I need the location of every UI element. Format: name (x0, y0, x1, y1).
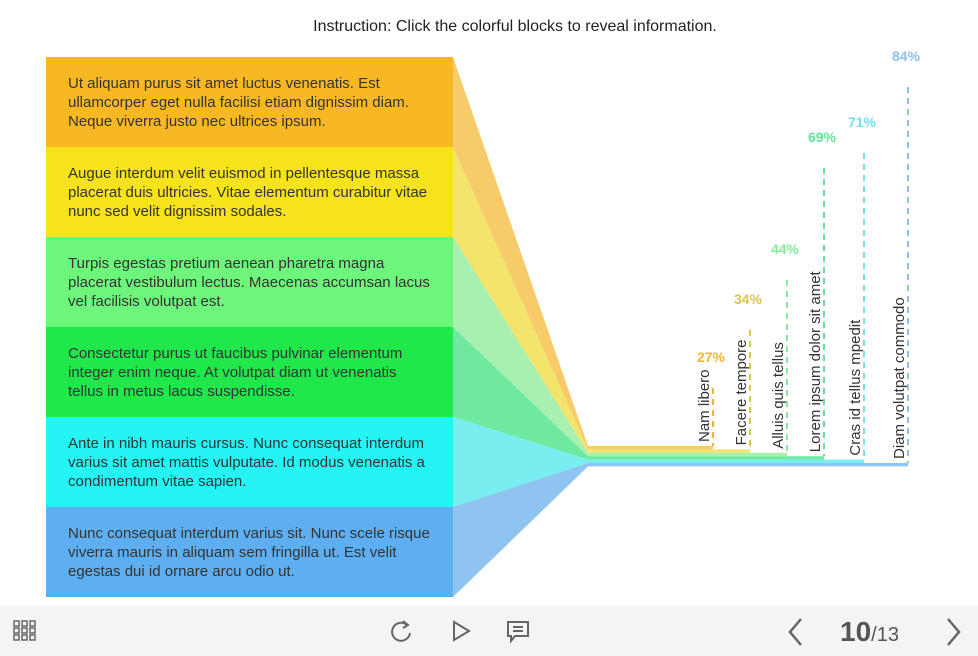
funnel-band-2 (453, 147, 750, 453)
funnel-band-4 (453, 327, 824, 460)
comment-icon[interactable] (506, 620, 532, 646)
info-block-2[interactable]: Augue interdum velit euismod in pellente… (46, 147, 453, 237)
prev-icon[interactable] (786, 617, 806, 647)
value-label: 44% (771, 241, 800, 257)
funnel-band-3 (453, 237, 787, 457)
replay-icon[interactable] (390, 619, 414, 645)
info-block-4[interactable]: Consectetur purus ut faucibus pulvinar e… (46, 327, 453, 417)
value-label: 34% (734, 291, 763, 307)
funnel-band-5 (453, 417, 864, 507)
category-label: Cras id tellus mpedit (847, 319, 864, 456)
page-total: /13 (871, 624, 899, 646)
funnel-chart: 27% Nam libero 34% Facere tempore 44% Alluis … (453, 48, 921, 597)
info-block-1[interactable]: Ut aliquam purus sit amet luctus venenat… (46, 57, 453, 147)
info-block-6[interactable]: Nunc consequat interdum varius sit. Nunc… (46, 507, 453, 597)
info-block-5[interactable]: Ante in nibh mauris cursus. Nunc consequ… (46, 417, 453, 507)
category-label: Nam libero (696, 369, 713, 442)
value-label: 71% (848, 114, 877, 130)
player-toolbar: 10/13 (0, 606, 978, 656)
category-label: Lorem ipsum dolor sit amet (807, 270, 824, 452)
value-label: 27% (697, 349, 726, 365)
instruction-text: Instruction: Click the colorful blocks t… (313, 18, 717, 35)
funnel-band-1 (453, 57, 713, 450)
info-block-3[interactable]: Turpis egestas pretium aenean pharetra m… (46, 237, 453, 327)
category-label: Diam volutpat commodo (891, 297, 908, 459)
category-label: Facere tempore (733, 340, 750, 446)
next-icon[interactable] (944, 617, 964, 647)
value-label: 84% (892, 48, 921, 64)
category-label: Alluis quis tellus (770, 342, 787, 449)
play-icon[interactable] (452, 620, 472, 644)
page-counter: 10/13 (840, 616, 899, 648)
page-current: 10 (840, 616, 872, 647)
value-label: 69% (808, 129, 837, 145)
menu-grid-icon[interactable] (13, 620, 37, 642)
